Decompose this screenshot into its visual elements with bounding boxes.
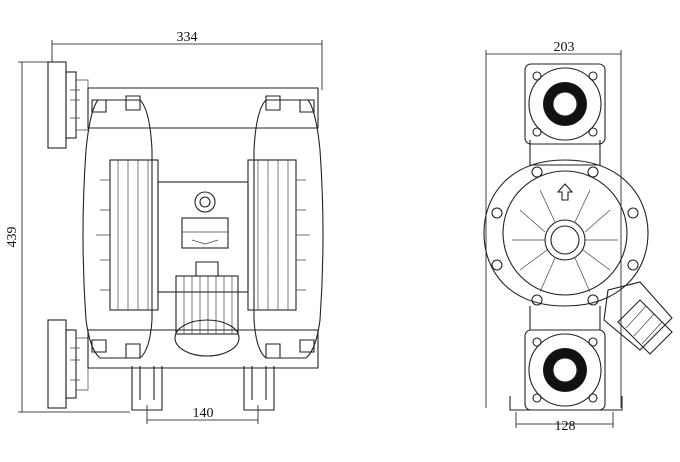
front-view: 203 128 (483, 40, 673, 434)
dimension-label-334: 334 (177, 30, 198, 45)
inlet-flange (47, 319, 89, 409)
center-body (157, 181, 249, 293)
flow-arrow-icon (556, 183, 574, 201)
dimension-width-side: 334 (51, 30, 323, 90)
outlet-flange (47, 61, 89, 149)
dimension-label-203: 203 (554, 40, 575, 55)
dimension-label-140: 140 (193, 406, 214, 421)
base-plate (509, 396, 623, 411)
dimension-label-128: 128 (555, 419, 576, 434)
top-manifold (87, 87, 319, 129)
bottom-manifold (87, 329, 319, 369)
feet (131, 366, 275, 411)
dimension-width-front: 203 (485, 40, 622, 408)
diaphragm-chamber (483, 159, 649, 307)
air-inlet-fitting (603, 281, 673, 355)
dimension-label-439: 439 (5, 227, 20, 248)
left-chamber (82, 95, 159, 359)
right-chamber (247, 95, 324, 359)
bottom-inlet-port (524, 306, 606, 411)
side-view: 334 439 140 (5, 30, 324, 424)
dimension-base-spacing: 128 (515, 412, 614, 434)
top-outlet-port (524, 63, 606, 166)
muffler (174, 261, 240, 357)
dimension-foot-spacing: 140 (146, 405, 259, 424)
dimension-height-side: 439 (5, 61, 130, 413)
